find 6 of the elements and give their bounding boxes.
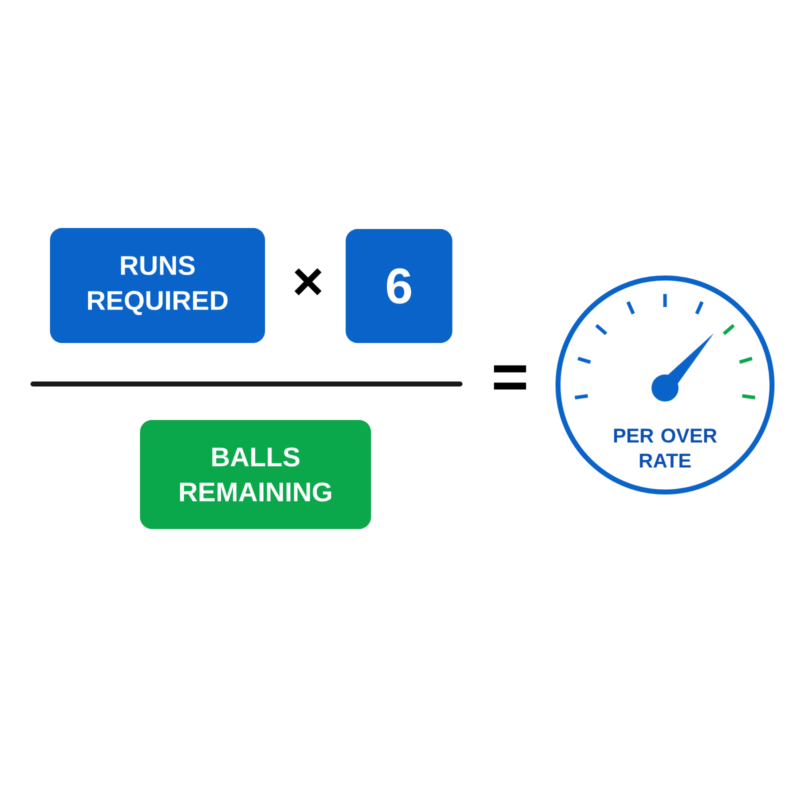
gauge-label: PER OVER RATE	[614, 428, 717, 468]
multiply-sign: ×	[294, 268, 322, 296]
term-box: RUNS REQUIRED	[50, 228, 265, 343]
term-box: BALLS REMAINING	[140, 420, 371, 529]
term-box: 6	[346, 229, 452, 343]
equals-sign: =	[494, 365, 526, 390]
